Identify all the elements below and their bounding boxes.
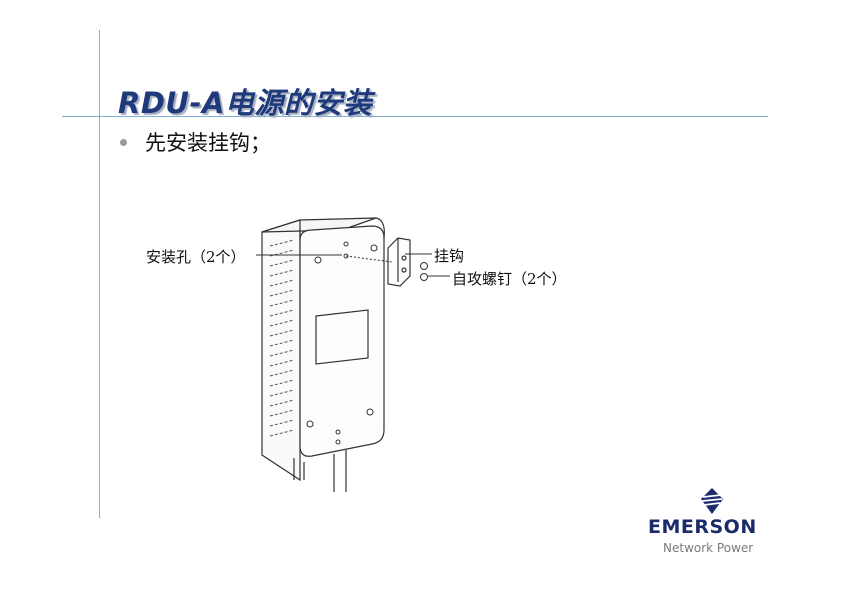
bullet-text: 先安装挂钩；	[145, 131, 271, 155]
bullet-dot-icon	[120, 138, 127, 146]
emerson-diamond-icon	[701, 488, 723, 514]
vertical-guide-line	[99, 30, 100, 518]
logo-tagline: Network Power	[663, 541, 754, 555]
callout-screws: 自攻螺钉（2个）	[452, 270, 567, 288]
emerson-logo: EMERSON Network Power	[646, 486, 778, 558]
title-underline	[62, 116, 768, 117]
callout-hook: 挂钩	[434, 247, 465, 265]
bullet-item: 先安装挂钩；	[120, 127, 271, 157]
slide-title: RDU-A电源的安装	[118, 86, 373, 120]
callout-mounting-holes: 安装孔（2个）	[146, 248, 246, 266]
logo-wordmark: EMERSON	[648, 516, 757, 538]
